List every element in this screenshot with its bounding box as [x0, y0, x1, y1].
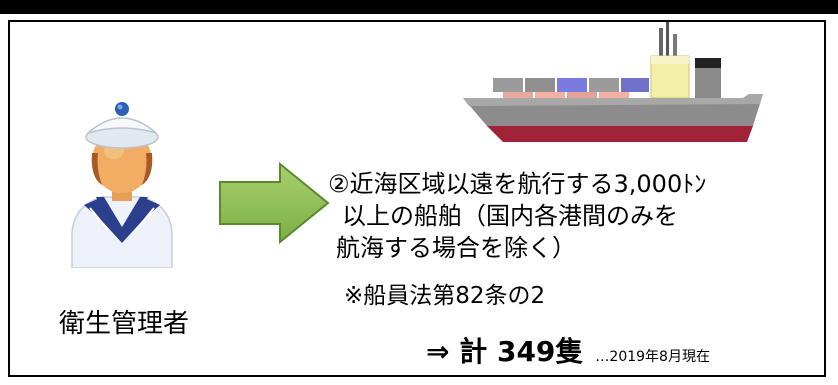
- top-border-bar: [0, 0, 838, 14]
- role-label: 衛生管理者: [58, 309, 189, 339]
- legal-note: ※船員法第82条の2: [344, 283, 546, 309]
- total-count: ⇒ 計 349隻: [426, 335, 584, 368]
- condition-line-2: 以上の船舶（国内各港間のみを: [342, 202, 678, 230]
- as-of-date: …2019年8月現在: [595, 349, 710, 365]
- sailor-icon: [71, 102, 173, 268]
- right-arrow-icon: [219, 162, 330, 244]
- condition-line-1: ②近海区域以遠を航行する3,000ﾄﾝ: [328, 170, 707, 198]
- condition-text: ②近海区域以遠を航行する3,000ﾄﾝ 以上の船舶（国内各港間のみを 航海する場…: [328, 168, 818, 264]
- container-ship-icon: [463, 22, 763, 142]
- condition-line-3: 航海する場合を除く）: [336, 234, 576, 262]
- total-line: ⇒ 計 349隻 …2019年8月現在: [426, 330, 826, 370]
